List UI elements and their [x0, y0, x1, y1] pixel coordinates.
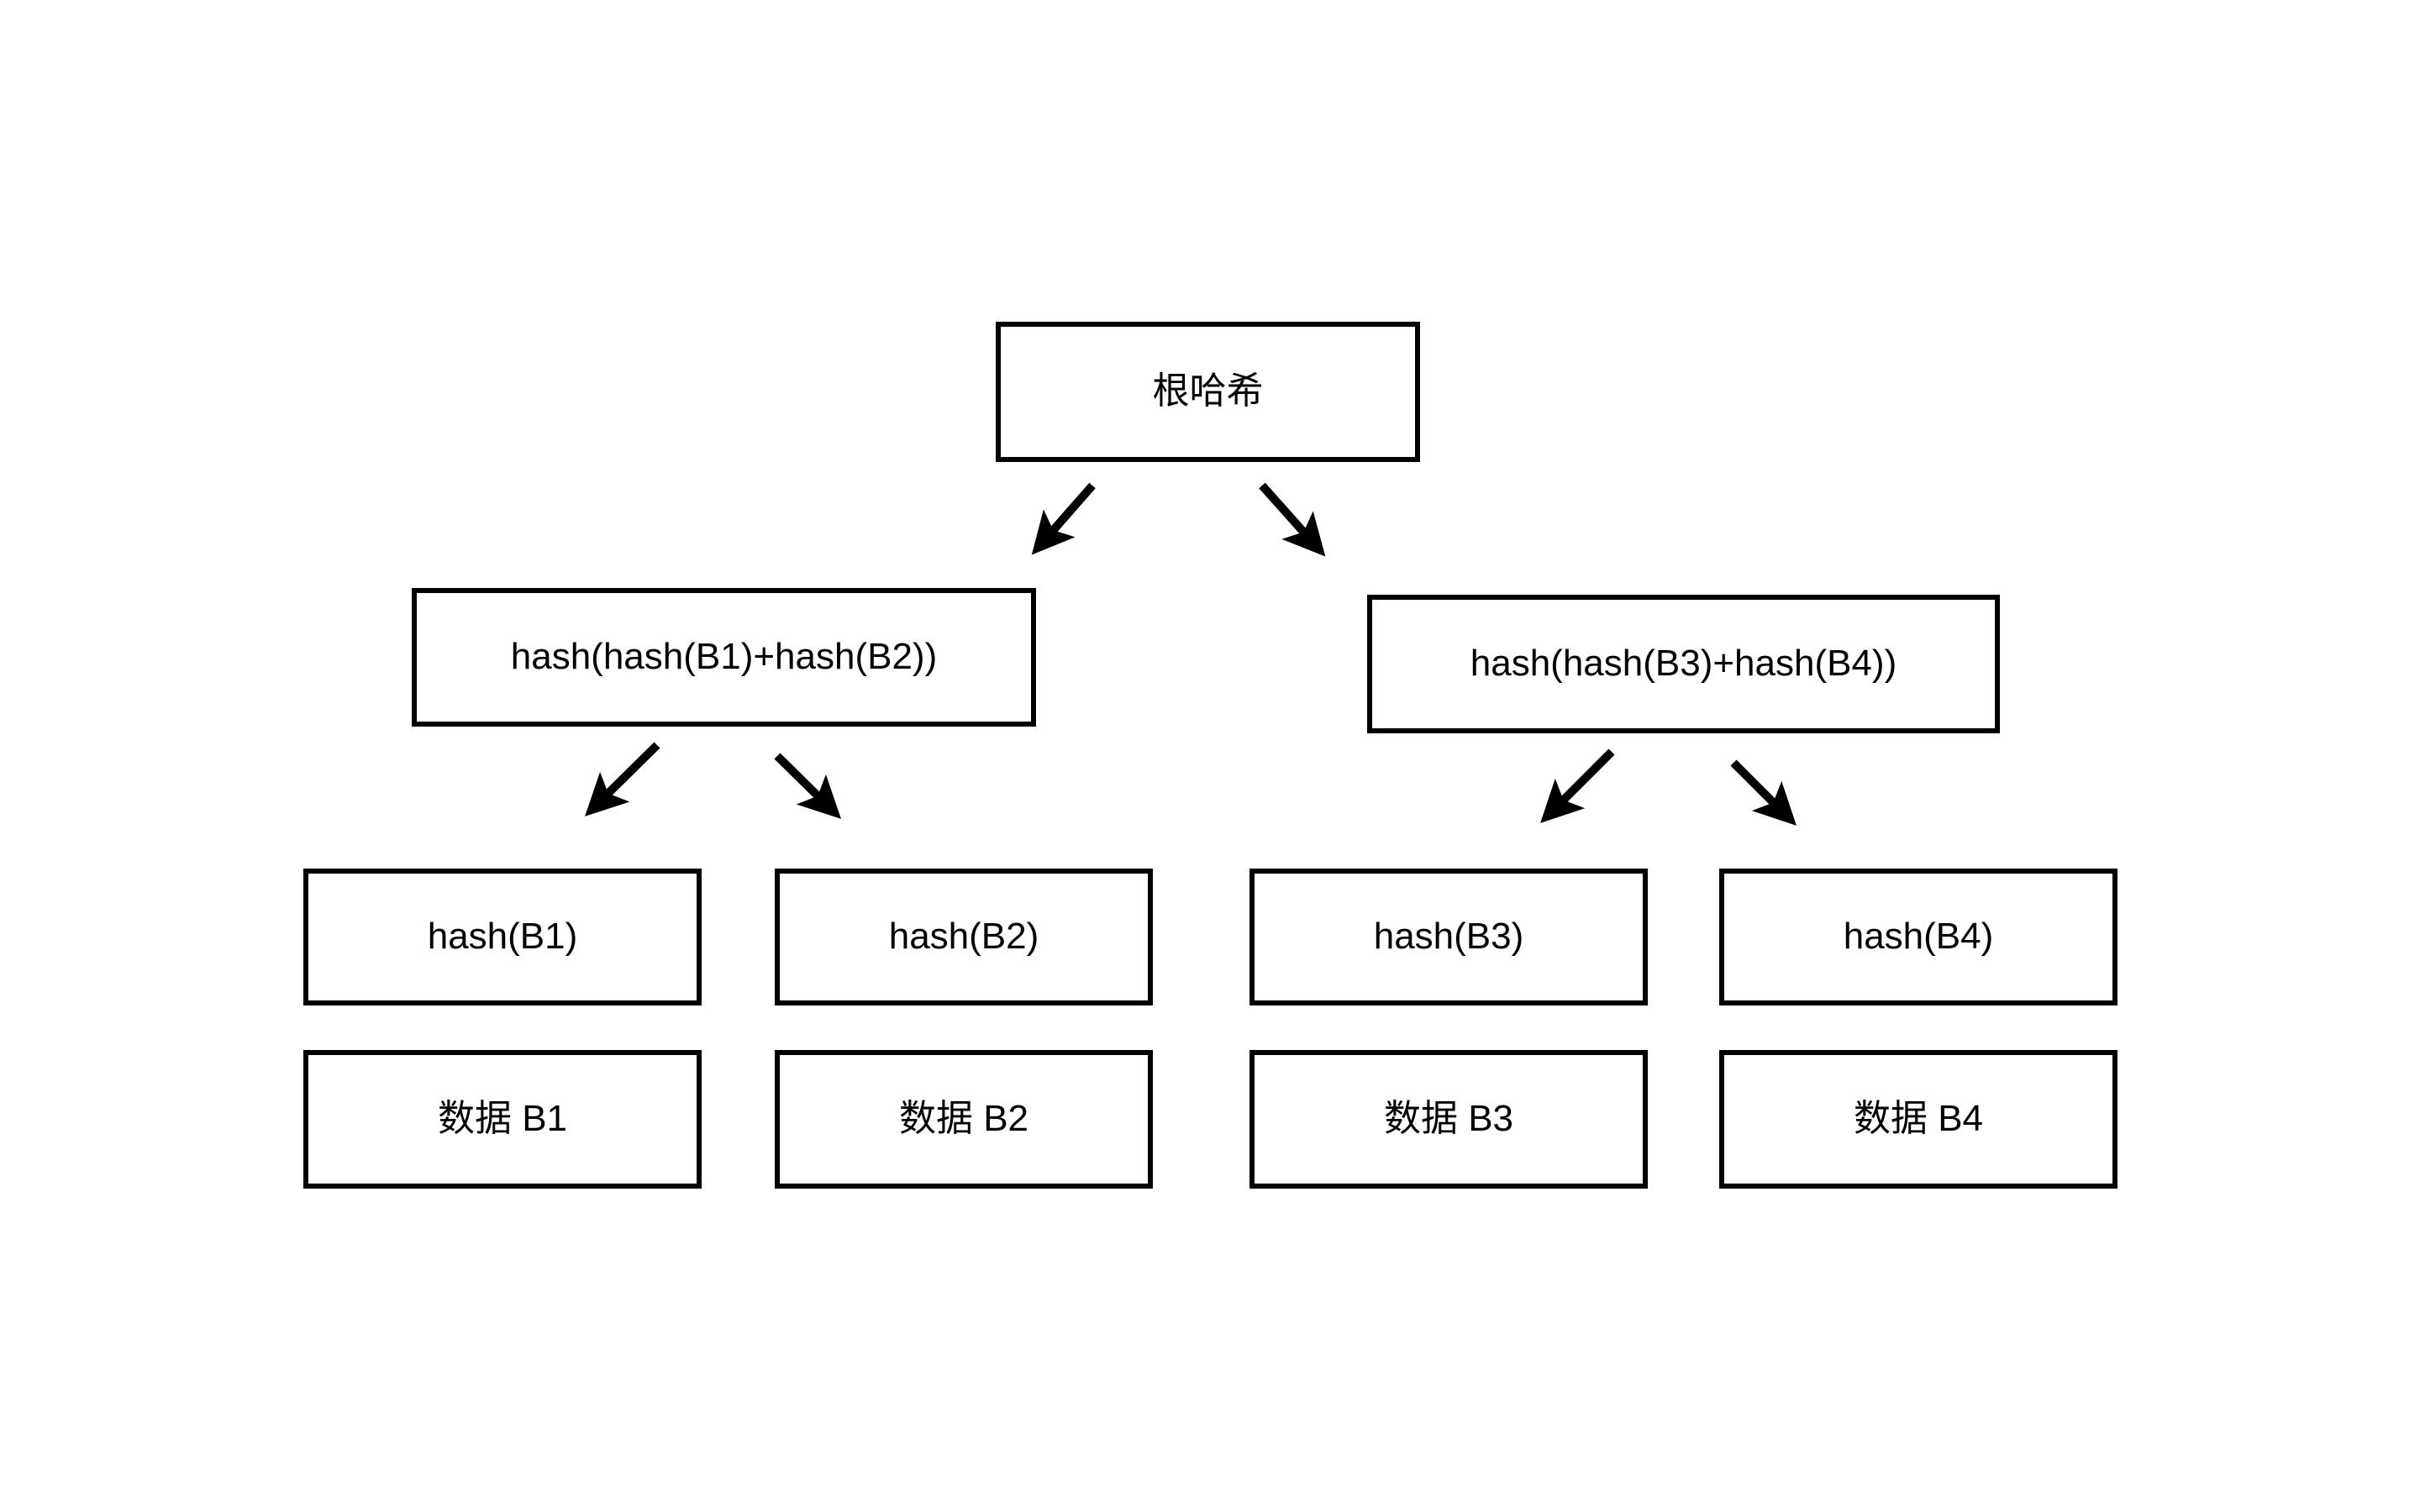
node-data-b3[interactable]: 数据 B3 — [1249, 1050, 1648, 1189]
node-hash-b4-label: hash(B4) — [1843, 916, 1994, 958]
node-branch-right-label: hash(hash(B3)+hash(B4)) — [1470, 643, 1897, 685]
node-hash-b3[interactable]: hash(B3) — [1249, 869, 1648, 1005]
node-hash-b1[interactable]: hash(B1) — [303, 869, 702, 1005]
edge-branch-right-to-hash-b3 — [1540, 748, 1615, 823]
edge-root-to-branch-right — [1259, 482, 1326, 557]
edge-branch-left-to-hash-b2 — [774, 753, 841, 819]
node-hash-b1-label: hash(B1) — [427, 916, 578, 958]
node-data-b3-label: 数据 B3 — [1383, 1098, 1514, 1140]
node-data-b4[interactable]: 数据 B4 — [1719, 1050, 2118, 1189]
node-branch-left[interactable]: hash(hash(B1)+hash(B2)) — [412, 588, 1036, 727]
edge-branch-right-to-hash-b4 — [1730, 759, 1797, 826]
node-data-b1-label: 数据 B1 — [437, 1098, 568, 1140]
node-branch-left-label: hash(hash(B1)+hash(B2)) — [510, 636, 938, 678]
edge-root-to-branch-left — [1031, 482, 1096, 555]
node-branch-right[interactable]: hash(hash(B3)+hash(B4)) — [1367, 595, 2000, 733]
node-data-b2[interactable]: 数据 B2 — [775, 1050, 1153, 1189]
node-data-b4-label: 数据 B4 — [1853, 1098, 1984, 1140]
node-hash-b2-label: hash(B2) — [888, 916, 1039, 958]
node-root-hash-label: 根哈希 — [1152, 370, 1264, 412]
edge-branch-left-to-hash-b1 — [585, 742, 660, 816]
node-data-b2-label: 数据 B2 — [898, 1098, 1029, 1140]
node-hash-b3-label: hash(B3) — [1373, 916, 1524, 958]
node-hash-b4[interactable]: hash(B4) — [1719, 869, 2118, 1005]
node-root-hash[interactable]: 根哈希 — [996, 322, 1420, 462]
node-hash-b2[interactable]: hash(B2) — [775, 869, 1153, 1005]
node-data-b1[interactable]: 数据 B1 — [303, 1050, 702, 1189]
